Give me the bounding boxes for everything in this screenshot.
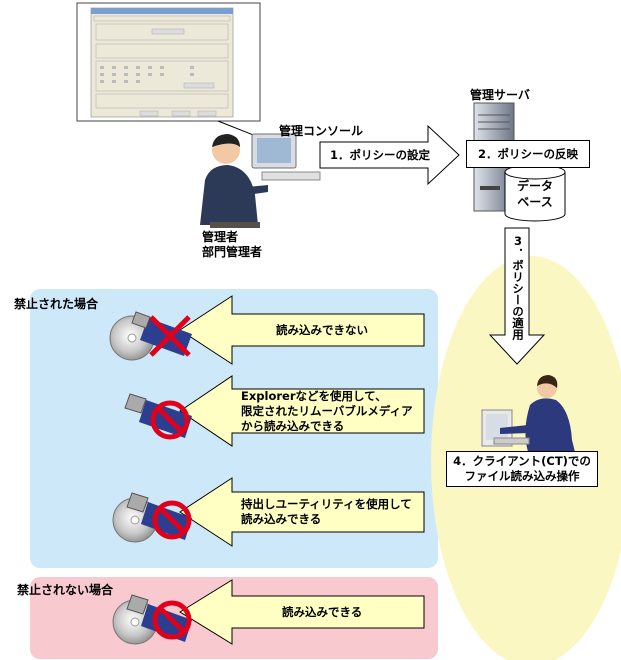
step1-arrow [319, 124, 460, 186]
database-label-line1: データ [516, 179, 553, 193]
allowed-circle-icon [152, 600, 192, 640]
prohibited-label: 禁止された場合 [14, 297, 99, 311]
step4-line2: ファイル読み込み操作 [464, 469, 580, 483]
dept-admin-label: 部門管理者 [202, 245, 263, 259]
step4-line1: 4．クライアント(CT)での [453, 454, 591, 468]
step3-label: 3．ポリシーの適用 [511, 234, 525, 340]
database-icon [504, 164, 566, 222]
step1-label: 1．ポリシーの設定 [330, 148, 431, 162]
console-label: 管理コンソール [279, 124, 364, 138]
database-label-line2: ベース [517, 195, 553, 209]
server-label: 管理サーバ [470, 88, 530, 102]
arrow-1-text: 読み込みできない [276, 323, 368, 337]
arrow-4 [179, 579, 425, 645]
restricted-circle-icon [152, 500, 192, 540]
client-person-icon [481, 375, 575, 452]
arrow-3-line1: 持出しユーティリティを使用して [241, 497, 412, 511]
arrow-3-line2: 読み込みできる [241, 512, 322, 526]
arrow-2 [179, 375, 425, 447]
arrow-4-text: 読み込みできる [282, 605, 363, 619]
admin-person-icon [200, 133, 321, 228]
step2-box: 2．ポリシーの反映 [466, 140, 590, 168]
arrow-3 [179, 477, 425, 547]
database-label: データ ベース [505, 178, 565, 210]
arrow-2-text: Explorerなどを使用して、 限定されたリムーバブルメディア から読み込みで… [241, 389, 413, 434]
admin-label: 管理者 [202, 230, 239, 244]
arrow-2-line1: Explorerなどを使用して、 [241, 389, 387, 403]
console-screenshot [76, 2, 261, 122]
step4-box: 4．クライアント(CT)での ファイル読み込み操作 [446, 451, 598, 487]
restricted-circle-icon [150, 400, 190, 440]
blocked-x-icon [149, 315, 191, 357]
not-prohibited-label: 禁止されない場合 [17, 583, 114, 597]
arrow-1 [179, 295, 425, 365]
arrow-3-text: 持出しユーティリティを使用して 読み込みできる [241, 497, 412, 527]
arrow-2-line3: から読み込みできる [241, 419, 345, 433]
arrow-2-line2: 限定されたリムーバブルメディア [241, 404, 413, 418]
step3-arrow [488, 227, 546, 365]
